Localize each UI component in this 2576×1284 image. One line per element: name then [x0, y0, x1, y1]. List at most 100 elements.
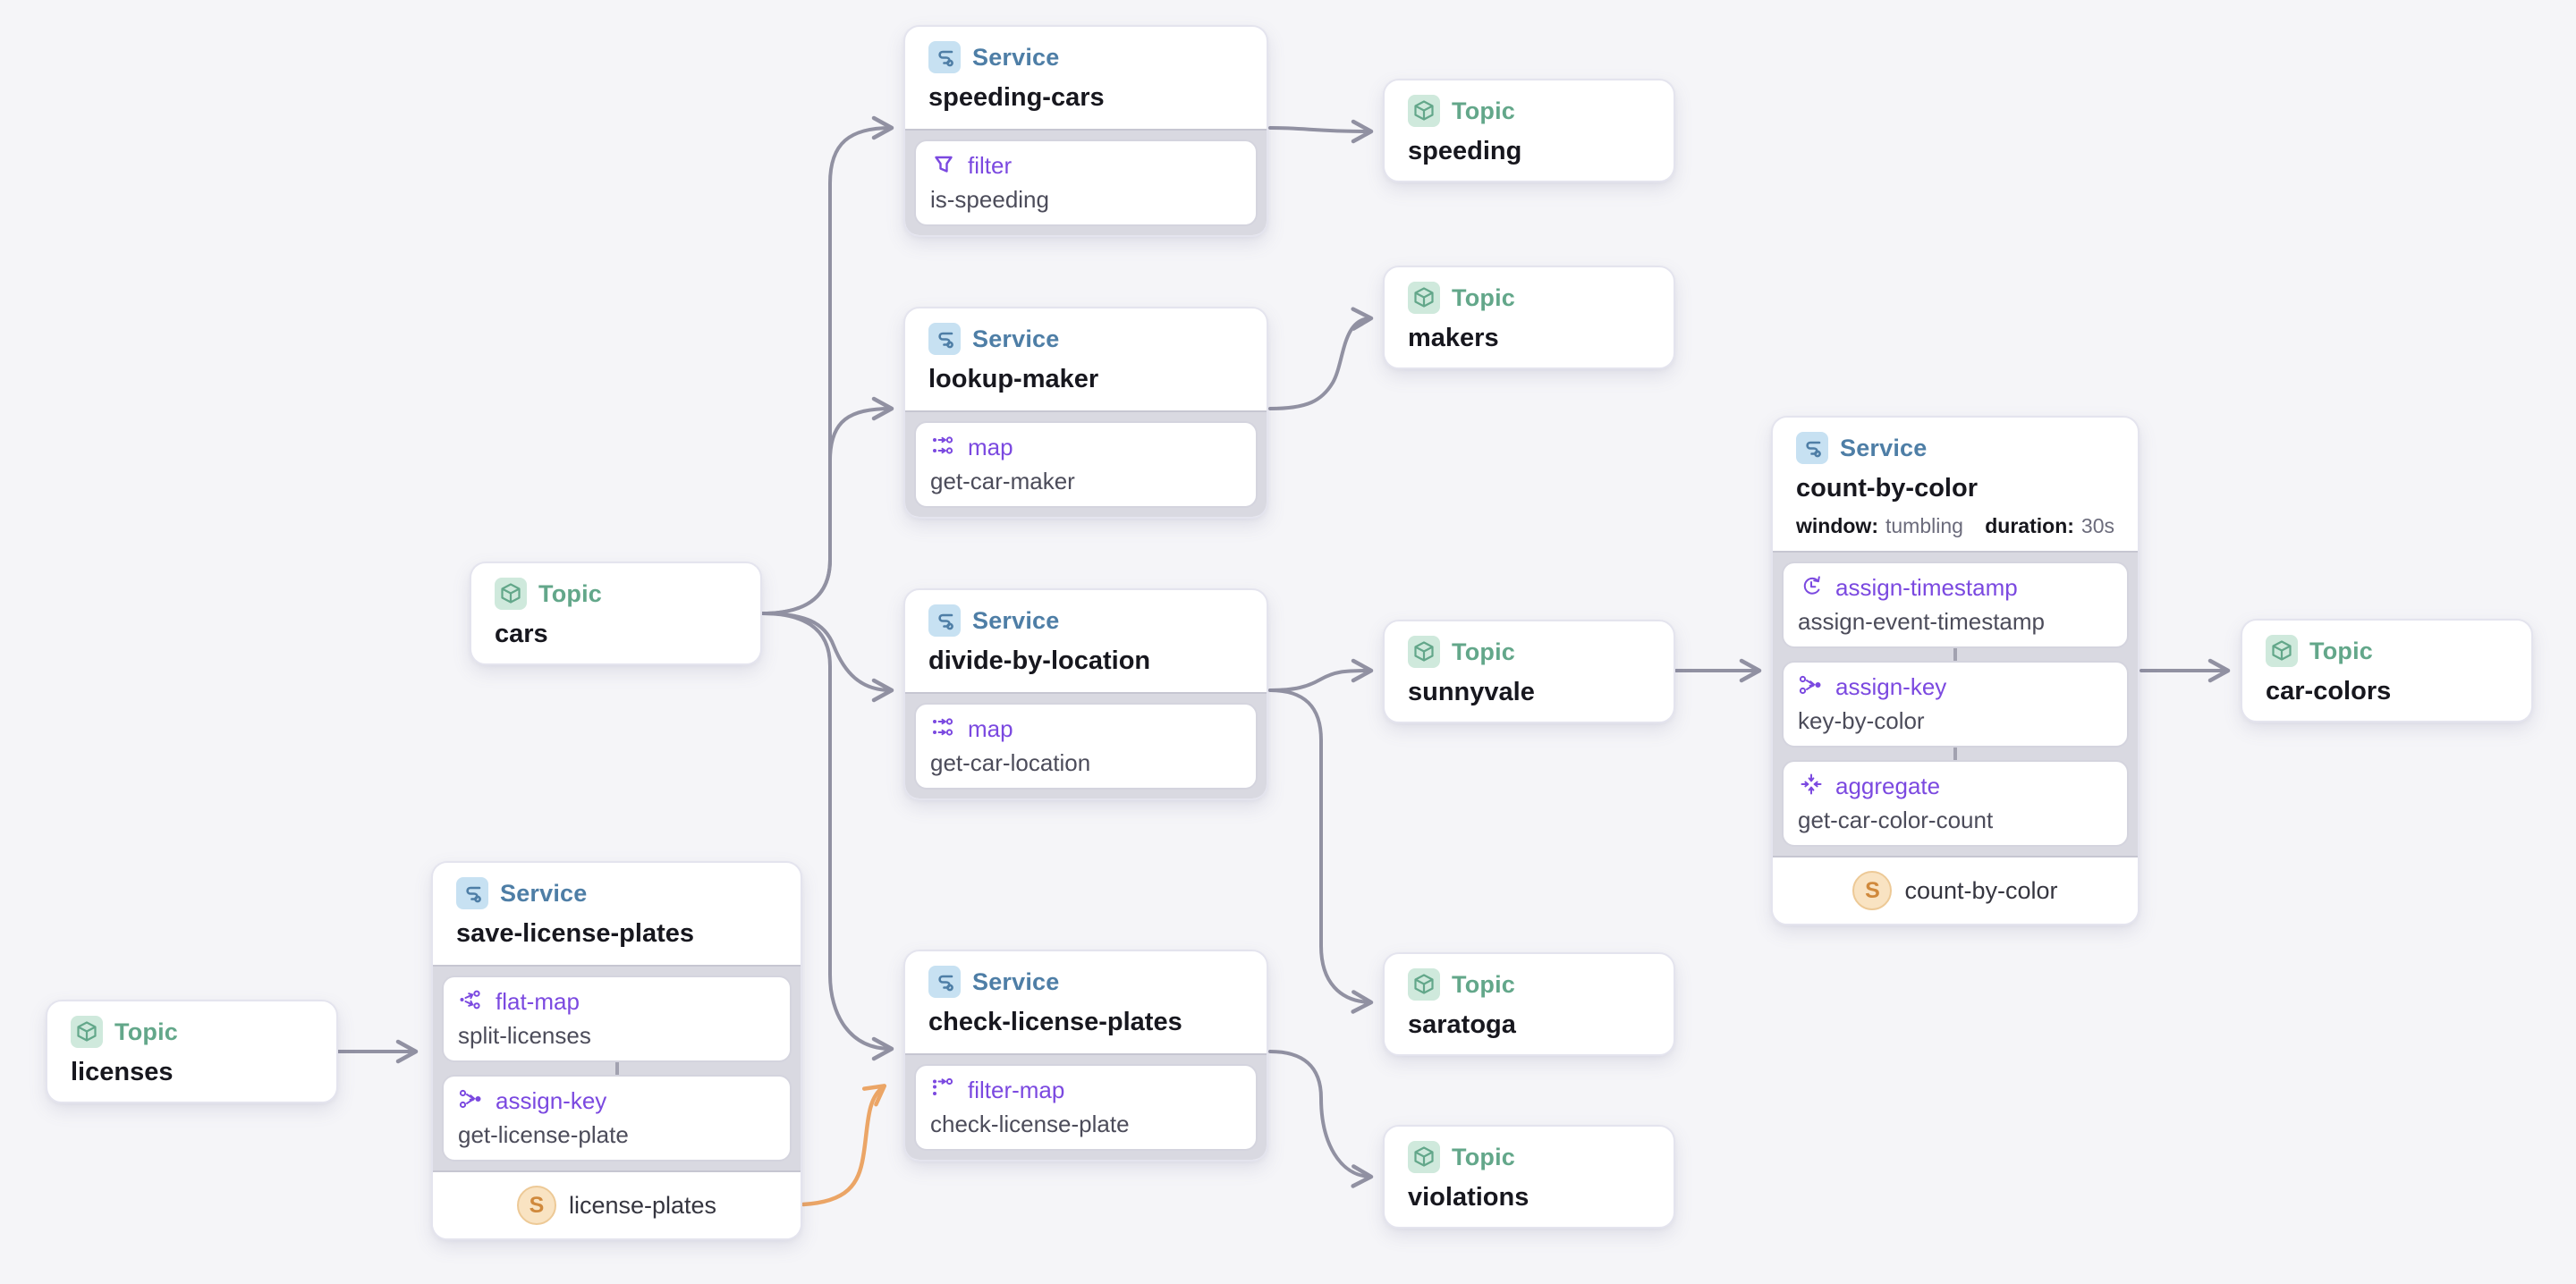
edge-divide-by-location-sunnyvale — [1268, 658, 1374, 692]
node-title: speeding — [1408, 137, 1522, 165]
node-title: violations — [1408, 1183, 1530, 1212]
service-node-save-license-plates[interactable]: Service save-license-plates flat-map spl… — [431, 861, 802, 1240]
topic-icon — [1408, 636, 1440, 668]
operation-name: get-car-location — [930, 749, 1091, 776]
service-node-lookup-maker[interactable]: Service lookup-maker map get-car-maker — [903, 307, 1268, 519]
node-type-label: Topic — [1452, 638, 1515, 665]
node-title: check-license-plates — [928, 1008, 1182, 1036]
topic-node-saratoga[interactable]: Topic saratoga — [1383, 952, 1675, 1056]
edge-license-plates-state-check-license-plates — [801, 1084, 887, 1207]
operation-kind: assign-key — [496, 1087, 607, 1114]
flat-map-icon — [458, 986, 485, 1018]
node-type-label: Topic — [114, 1018, 178, 1045]
edge-divide-by-location-saratoga — [1268, 688, 1374, 1014]
aggregate-icon — [1798, 771, 1825, 802]
node-title: count-by-color — [1796, 474, 1978, 503]
topic-icon — [1408, 968, 1440, 1001]
node-title: car-colors — [2266, 677, 2392, 705]
node-title: save-license-plates — [456, 919, 694, 948]
operation-name: key-by-color — [1798, 707, 1925, 734]
state-icon: S — [516, 1186, 556, 1225]
state-name: count-by-color — [1904, 876, 2058, 904]
node-title: sunnyvale — [1408, 678, 1535, 706]
operation-name: is-speeding — [930, 186, 1049, 213]
service-window-meta: window: tumbling duration: 30s — [1796, 514, 2114, 538]
topic-node-licenses[interactable]: Topic licenses — [46, 1000, 338, 1103]
service-icon — [456, 877, 488, 909]
topic-icon — [495, 578, 527, 610]
node-type-label: Topic — [1452, 283, 1515, 311]
map-icon — [930, 432, 957, 463]
operation-map[interactable]: map get-car-maker — [914, 421, 1258, 508]
service-node-speeding-cars[interactable]: Service speeding-cars filter is-speeding — [903, 25, 1268, 237]
operation-kind: map — [968, 434, 1013, 460]
node-title: divide-by-location — [928, 646, 1151, 675]
assign-timestamp-icon — [1798, 572, 1825, 604]
service-node-count-by-color[interactable]: Service count-by-color window: tumbling … — [1771, 416, 2140, 925]
filter-icon — [930, 150, 957, 182]
service-icon — [928, 41, 961, 73]
operation-name: assign-event-timestamp — [1798, 608, 2045, 635]
edge-cars-speeding-cars — [760, 115, 894, 615]
state-icon: S — [1852, 871, 1893, 910]
operation-filter[interactable]: filter is-speeding — [914, 139, 1258, 226]
node-type-label: Service — [500, 879, 588, 907]
state-row-count-by-color[interactable]: S count-by-color — [1773, 857, 2138, 924]
window-key: window: — [1796, 514, 1878, 537]
node-type-label: Service — [972, 606, 1060, 634]
operation-assign-key[interactable]: assign-key get-license-plate — [442, 1075, 792, 1162]
operation-filter-map[interactable]: filter-map check-license-plate — [914, 1064, 1258, 1151]
service-icon — [928, 966, 961, 998]
topic-icon — [1408, 95, 1440, 127]
duration-key: duration: — [1985, 514, 2074, 537]
node-type-label: Service — [972, 967, 1060, 995]
service-icon — [928, 604, 961, 637]
edge-cars-divide-by-location — [760, 612, 894, 703]
edge-speeding-cars-speeding — [1268, 119, 1374, 144]
service-node-check-license-plates[interactable]: Service check-license-plates filter-map … — [903, 950, 1268, 1162]
node-title: licenses — [71, 1058, 174, 1086]
operation-kind: map — [968, 715, 1013, 742]
edge-cars-lookup-maker — [760, 396, 894, 615]
topic-node-violations[interactable]: Topic violations — [1383, 1125, 1675, 1229]
topic-node-sunnyvale[interactable]: Topic sunnyvale — [1383, 620, 1675, 723]
operation-kind: filter — [968, 152, 1013, 179]
edge-lookup-maker-makers — [1268, 307, 1374, 410]
operation-name: get-car-maker — [930, 468, 1075, 494]
topic-node-makers[interactable]: Topic makers — [1383, 266, 1675, 369]
operation-name: split-licenses — [458, 1022, 591, 1049]
node-title: lookup-maker — [928, 365, 1099, 393]
operation-kind: assign-timestamp — [1835, 574, 2018, 601]
topic-icon — [1408, 282, 1440, 314]
topic-node-speeding[interactable]: Topic speeding — [1383, 79, 1675, 182]
topic-node-car-colors[interactable]: Topic car-colors — [2241, 619, 2533, 722]
operation-flat-map[interactable]: flat-map split-licenses — [442, 976, 792, 1062]
state-name: license-plates — [568, 1191, 717, 1219]
topic-node-cars[interactable]: Topic cars — [470, 562, 762, 665]
node-type-label: Topic — [2309, 637, 2373, 664]
operation-assign-key[interactable]: assign-key key-by-color — [1782, 661, 2129, 748]
node-title: makers — [1408, 324, 1499, 352]
service-icon — [1796, 432, 1828, 464]
operation-name: get-license-plate — [458, 1121, 629, 1148]
topic-icon — [1408, 1141, 1440, 1173]
assign-key-icon — [1798, 672, 1825, 703]
filter-map-icon — [930, 1075, 957, 1106]
map-icon — [930, 714, 957, 745]
duration-value: 30s — [2080, 514, 2114, 537]
edge-cars-check-license-plates — [760, 612, 894, 1061]
node-type-label: Topic — [1452, 1143, 1515, 1170]
operation-connector — [1953, 748, 1957, 760]
node-title: saratoga — [1408, 1010, 1516, 1039]
assign-key-icon — [458, 1085, 485, 1117]
operation-map[interactable]: map get-car-location — [914, 703, 1258, 790]
operation-aggregate[interactable]: aggregate get-car-color-count — [1782, 760, 2129, 847]
state-row-license-plates[interactable]: S license-plates — [433, 1172, 801, 1238]
node-type-label: Service — [972, 43, 1060, 71]
service-node-divide-by-location[interactable]: Service divide-by-location map get-car-l… — [903, 588, 1268, 800]
operation-name: check-license-plate — [930, 1111, 1130, 1137]
operation-assign-timestamp[interactable]: assign-timestamp assign-event-timestamp — [1782, 562, 2129, 648]
edge-check-license-plates-violations — [1268, 1050, 1374, 1188]
service-icon — [928, 323, 961, 355]
